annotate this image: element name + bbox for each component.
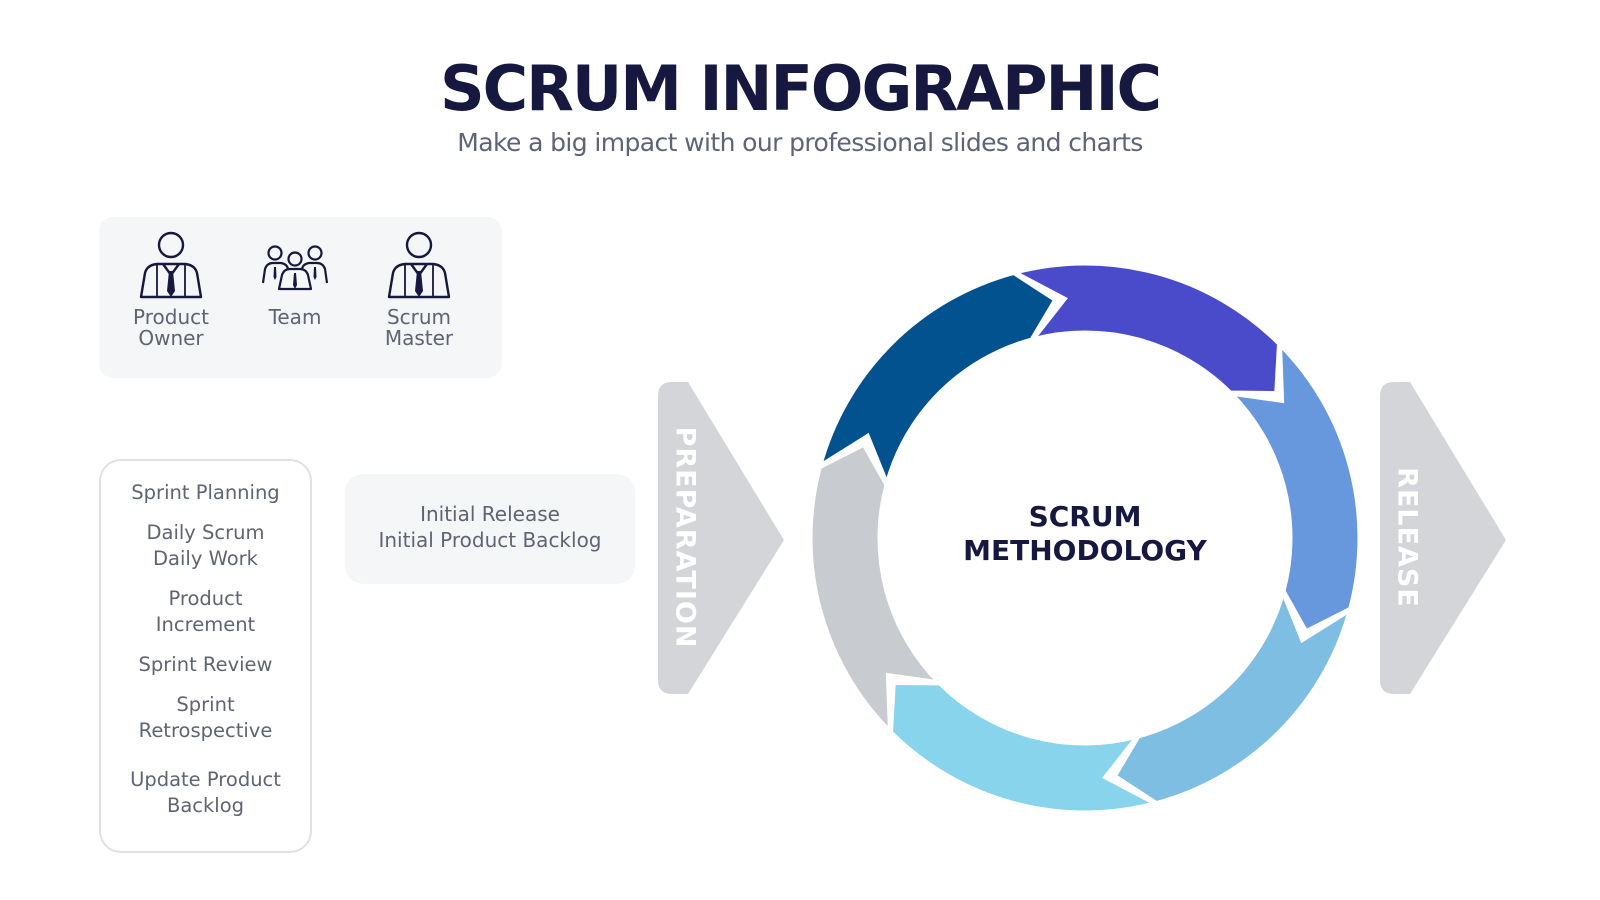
person-icon — [387, 231, 451, 299]
phase-label-preparation: PREPARATION — [669, 426, 701, 649]
role-label-scrum-master: Scrum Master — [357, 307, 481, 349]
event-daily-scrum: Daily Scrum — [146, 521, 265, 544]
event-sprint-review: Sprint Review — [138, 653, 273, 676]
role-label-line: Master — [384, 326, 454, 350]
role-label-line: Scrum — [386, 305, 452, 329]
role-label-line: Owner — [138, 326, 204, 350]
event-retrospective: Retrospective — [138, 719, 273, 742]
event-product: Product — [168, 587, 243, 610]
team-icon — [261, 245, 329, 291]
initial-release-text: Initial Release — [420, 502, 560, 526]
center-label-line: SCRUM — [1028, 500, 1142, 533]
cycle-ring — [807, 260, 1363, 816]
cycle-segment-1 — [815, 269, 1060, 493]
role-label-line: Product — [133, 305, 209, 329]
cycle-segment-2 — [1006, 260, 1283, 397]
roles-panel: Product Owner Team — [99, 217, 502, 378]
event-backlog: Backlog — [166, 794, 245, 817]
cycle-center-label: SCRUM METHODOLOGY — [945, 500, 1225, 568]
event-update-product: Update Product — [130, 768, 281, 791]
center-label-line: METHODOLOGY — [963, 534, 1207, 567]
role-label-line: Team — [268, 305, 322, 329]
initial-backlog-text: Initial Product Backlog — [378, 528, 602, 552]
cycle-segment-4 — [1110, 583, 1355, 807]
event-sprint-planning: Sprint Planning — [131, 481, 280, 504]
role-label-team: Team — [233, 307, 357, 328]
cycle-segment-5 — [887, 679, 1164, 816]
event-increment: Increment — [155, 613, 256, 636]
page-title: SCRUM INFOGRAPHIC — [439, 52, 1162, 125]
page-subtitle: Make a big impact with our professional … — [457, 128, 1143, 157]
preparation-arrow — [658, 382, 784, 694]
event-daily-work: Daily Work — [153, 547, 258, 570]
release-arrow — [1380, 382, 1506, 694]
event-sprint: Sprint — [176, 693, 235, 716]
phase-label-release: RELEASE — [1391, 467, 1423, 608]
initial-release-panel: Initial Release Initial Product Backlog — [345, 474, 635, 584]
scrum-events-list: Sprint Planning Daily Scrum Daily Work P… — [99, 459, 312, 853]
person-icon — [139, 231, 203, 299]
role-label-product-owner: Product Owner — [109, 307, 233, 349]
cycle-segment-3 — [1222, 337, 1363, 636]
